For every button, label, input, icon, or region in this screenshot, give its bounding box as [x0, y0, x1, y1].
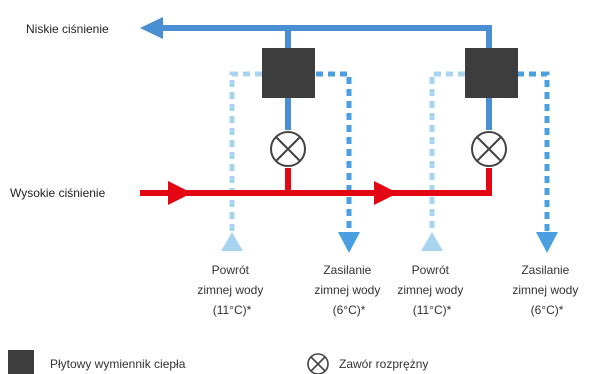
high-pressure-arrow-icon [374, 181, 398, 205]
high-pressure-label: Wysokie ciśnienie [10, 186, 106, 200]
low-pressure-line [140, 17, 492, 50]
plate-heat-exchanger [465, 48, 518, 98]
expansion-valve [471, 131, 507, 167]
unit2-supply-caption: Zasilanie zimnej wody (6°C)* [512, 263, 581, 317]
high-pressure-line [140, 168, 492, 205]
return-arrow-icon [421, 232, 443, 251]
low-pressure-arrow-icon [140, 17, 163, 39]
valve-icon [307, 353, 329, 374]
plate-heat-exchanger [262, 48, 315, 98]
low-pressure-label: Niskie ciśnienie [26, 22, 109, 36]
unit1-return-caption: Powrót zimnej wody (11°C)* [197, 263, 266, 317]
unit2-return-caption: Powrót zimnej wody (11°C)* [397, 263, 466, 317]
high-pressure-arrow-icon [168, 181, 192, 205]
square-icon [8, 350, 34, 374]
expansion-valve [270, 131, 306, 167]
legend-valve-label: Zawór rozprężny [339, 357, 428, 371]
supply-arrow-icon [338, 232, 360, 253]
water-loops [229, 71, 550, 232]
legend: Płytowy wymiennik ciepła Zawór rozprężny [8, 350, 428, 374]
supply-arrow-icon [536, 232, 558, 253]
unit1-supply-caption: Zasilanie zimnej wody (6°C)* [314, 263, 383, 317]
legend-exchanger-label: Płytowy wymiennik ciepła [50, 357, 186, 371]
return-arrow-icon [221, 232, 243, 251]
